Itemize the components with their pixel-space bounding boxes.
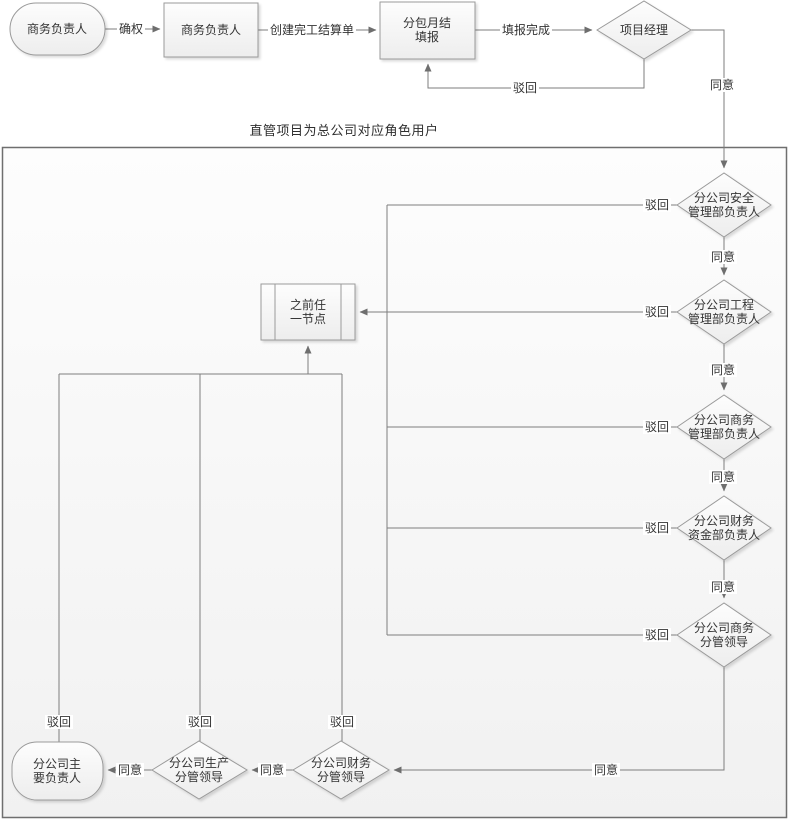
swimlane-container	[1, 146, 788, 819]
node-branch-safety-diamond	[676, 172, 772, 238]
edge-pm-reject-loop	[424, 59, 645, 89]
node-branch-main-leader-stadium	[11, 741, 104, 801]
node-branch-business-leader-diamond	[676, 602, 772, 668]
nodes	[9, 0, 772, 801]
node-previous-node-box	[260, 283, 356, 341]
node-start-stadium	[9, 2, 106, 56]
connectors	[58, 25, 728, 774]
node-branch-finance-leader-diamond	[292, 740, 390, 800]
edge-business-leader-agree	[393, 667, 725, 774]
node-confirm-process	[163, 2, 259, 58]
node-branch-finance-dept-diamond	[676, 495, 772, 561]
node-branch-production-leader-diamond	[151, 740, 248, 800]
node-branch-business-dept-diamond	[676, 394, 772, 460]
edge-pm-agree	[691, 29, 728, 169]
node-branch-engineering-diamond	[676, 279, 772, 345]
node-project-manager-diamond	[596, 0, 692, 60]
node-monthly-fill	[379, 1, 476, 60]
